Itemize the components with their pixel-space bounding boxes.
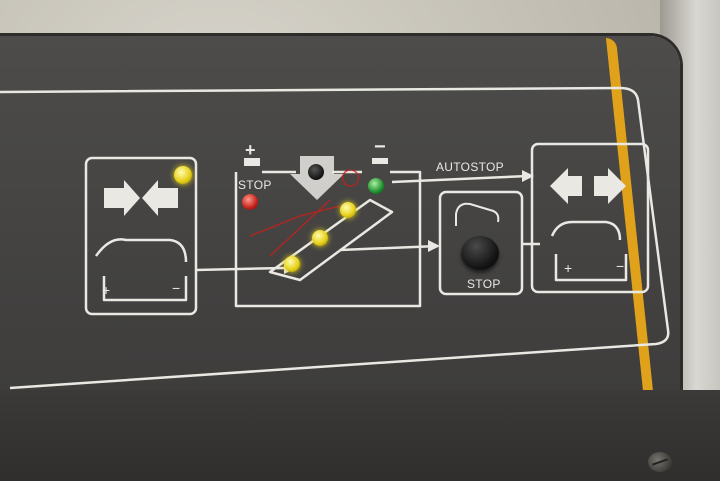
- right-battery-connector: [550, 220, 628, 282]
- panel-outline: [0, 86, 670, 390]
- arrow-out-right-icon: [594, 168, 626, 204]
- left-battery-connector: [94, 238, 188, 302]
- arrow-right-icon: [104, 180, 140, 216]
- panel-front-face: [0, 390, 720, 481]
- flow-arrow-3: [339, 244, 439, 252]
- charge-level-bar: [268, 198, 394, 282]
- full-charge-green-led: [368, 178, 384, 194]
- flow-arrow-2: [391, 174, 529, 184]
- plus-terminal: [244, 158, 260, 166]
- stop-button-label: STOP: [467, 277, 501, 291]
- minus-sign: −: [374, 136, 386, 158]
- disconnect-box: [530, 142, 650, 294]
- arrow-left-icon: [142, 180, 178, 216]
- center-black-led: [308, 164, 324, 180]
- autostop-label: AUTOSTOP: [436, 160, 504, 174]
- arrowhead-2: [522, 170, 534, 182]
- arrowhead-3: [428, 240, 440, 252]
- battery-box: [234, 170, 422, 308]
- flow-arrow-1: [195, 266, 285, 272]
- minus-terminal: [372, 158, 388, 164]
- red-indicator-line-1: [249, 205, 341, 237]
- stop-red-led: [242, 194, 258, 210]
- charge-led-low: [284, 256, 300, 272]
- screw-icon: [648, 452, 672, 472]
- left-minus-sign: −: [172, 280, 181, 296]
- arrow-out-left-icon: [550, 168, 582, 204]
- charge-led-high: [340, 202, 356, 218]
- red-indicator-line-2: [269, 199, 331, 257]
- stop-push-button[interactable]: [461, 236, 499, 270]
- left-plus-sign: +: [102, 282, 111, 298]
- finger-press-icon: [455, 202, 500, 226]
- red-circle-mark: [341, 169, 360, 187]
- right-plus-sign: +: [564, 260, 573, 276]
- connect-box: [84, 156, 198, 316]
- charge-led-mid: [312, 230, 328, 246]
- battery-stop-label: STOP: [238, 178, 272, 192]
- right-minus-sign: −: [616, 258, 625, 274]
- connect-led: [174, 166, 192, 184]
- plus-sign: +: [245, 140, 256, 160]
